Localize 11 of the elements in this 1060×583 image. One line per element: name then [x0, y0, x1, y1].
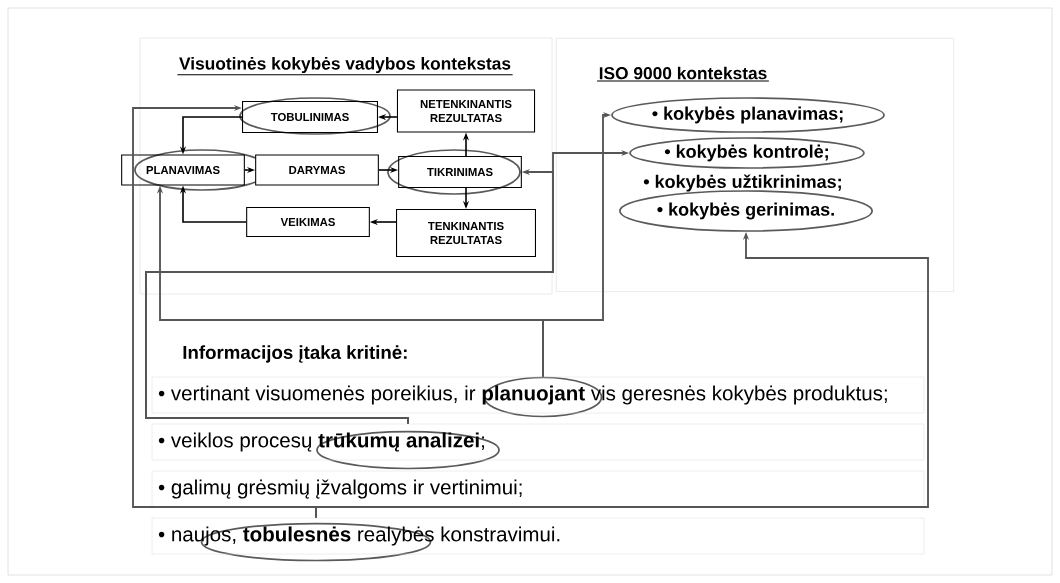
circled-process-box: TOBULINIMAS [239, 97, 391, 135]
list-item: • kokybės užtikrinimas; [643, 174, 841, 192]
process-box: DARYMAS [255, 154, 379, 186]
circled-list-item: • kokybės kontrolė; [629, 137, 865, 169]
circled-process-box: TIKRINIMAS [387, 149, 522, 195]
process-box: NETENKINANTIS REZULTATAS [396, 89, 536, 133]
circled-list-item: • kokybės planavimas; [611, 97, 885, 133]
process-box: TENKINANTIS REZULTATAS [396, 209, 536, 257]
list-row: • galimų grėsmių įžvalgoms ir vertinimui; [151, 470, 925, 508]
circled-process-box: PLANAVIMAS [121, 149, 270, 191]
process-box: VEIKIMAS [246, 206, 370, 238]
